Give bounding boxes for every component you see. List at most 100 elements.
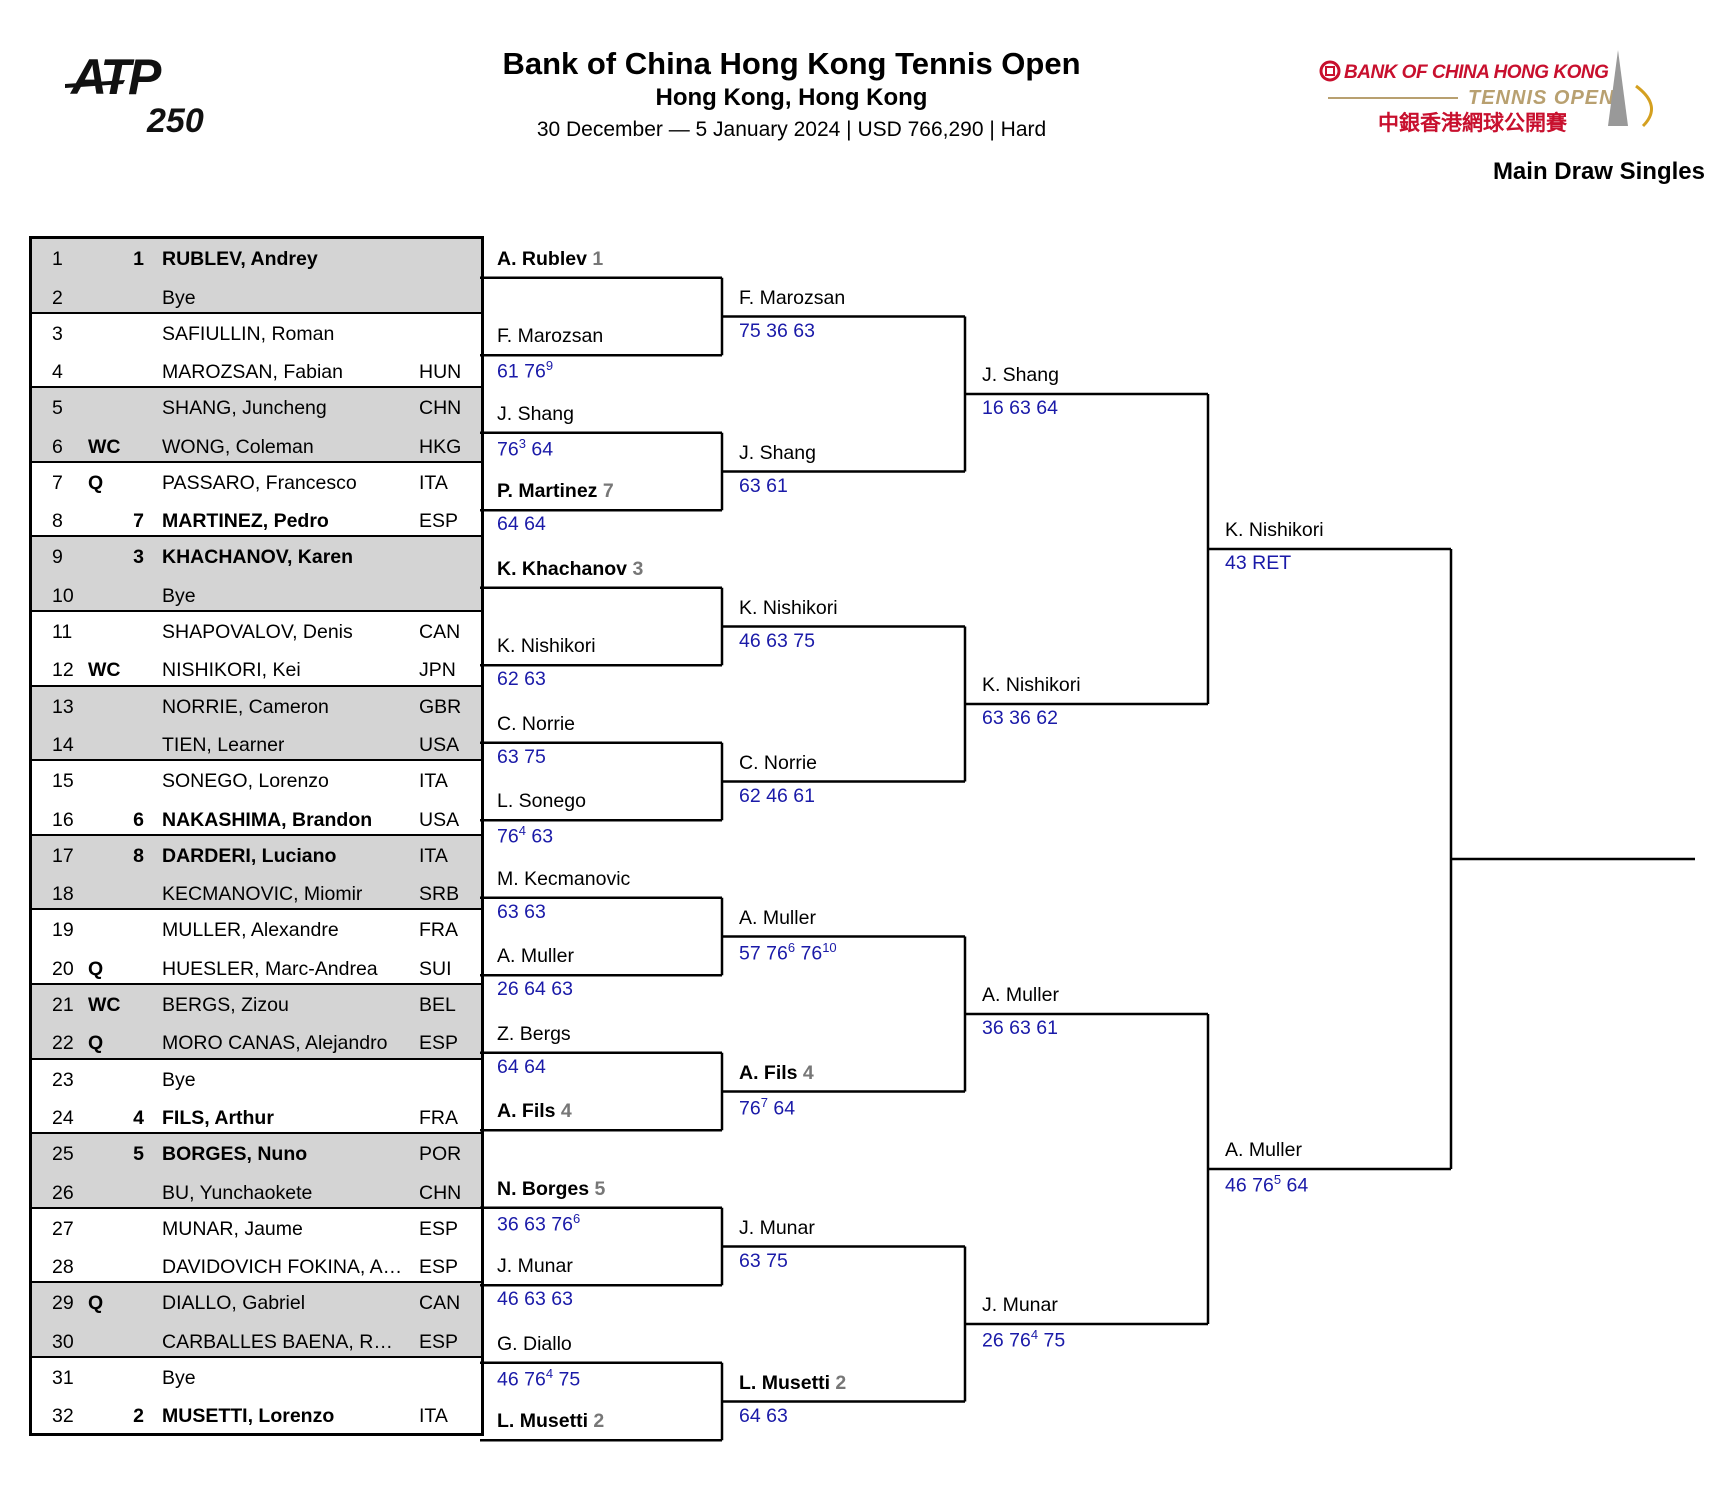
winner-name: F. Marozsan (739, 286, 846, 309)
nationality: BEL (419, 993, 456, 1016)
nationality: ITA (419, 844, 448, 867)
draw-position: 3 (52, 322, 63, 345)
match-score: 63 75 (739, 1249, 788, 1272)
entry-type: WC (88, 993, 121, 1016)
tiebreak-score: 10 (822, 939, 837, 955)
nationality: FRA (419, 919, 458, 942)
entry-type: Q (88, 1032, 104, 1055)
tiebreak-score: 4 (1030, 1327, 1039, 1342)
tiebreak-score: 6 (572, 1210, 581, 1226)
winner-name: A. Muller (982, 984, 1059, 1006)
draw-position: 21 (52, 993, 74, 1016)
match-score: 764 63 (497, 823, 554, 848)
draw-position: 8 (52, 510, 63, 533)
match-score: 64 64 (497, 513, 546, 536)
winner-name: A. Muller (739, 906, 816, 929)
winner-seed: 7 (597, 480, 614, 503)
nationality: SRB (419, 883, 460, 906)
tiebreak-score: 6 (787, 939, 796, 955)
match-score: 767 64 (739, 1094, 796, 1120)
nationality: HUN (419, 361, 462, 384)
winner-name: A. Fils (739, 1061, 798, 1084)
boc-emblem-icon (1319, 60, 1341, 82)
event-logo-line2: TENNIS OPEN (1468, 87, 1615, 109)
winner-seed: 3 (627, 557, 644, 580)
nationality: CAN (419, 620, 461, 643)
entry-type: Q (88, 1292, 104, 1315)
match-winner: C. Norrie (739, 752, 817, 775)
nationality: CHN (419, 1181, 462, 1204)
match-score: 26 764 75 (982, 1327, 1066, 1352)
nationality: CHN (419, 397, 462, 420)
match-winner: A. Rublev 1 (497, 248, 603, 271)
draw-position: 6 (52, 435, 63, 458)
draw-position: 13 (52, 695, 74, 718)
winner-name: J. Shang (739, 441, 816, 464)
match-score: 36 63 61 (982, 1017, 1058, 1039)
winner-name: A. Muller (497, 945, 574, 968)
draw-position: 17 (52, 844, 74, 867)
match-score: 36 63 766 (497, 1210, 581, 1236)
seed-number: 4 (133, 1107, 144, 1130)
tiebreak-score: 7 (760, 1094, 768, 1110)
winner-seed: 2 (588, 1410, 605, 1433)
winner-name: M. Kecmanovic (497, 867, 631, 890)
winner-name: C. Norrie (497, 712, 576, 735)
match-winner: K. Nishikori (1225, 519, 1324, 542)
match-winner: J. Munar (739, 1217, 815, 1240)
match-winner: M. Kecmanovic (497, 868, 630, 891)
winner-name: L. Musetti (497, 1410, 588, 1433)
match-score: 62 46 61 (739, 784, 815, 807)
winner-name: A. Rublev (497, 247, 587, 270)
match-winner: F. Marozsan (739, 287, 845, 310)
winner-name: N. Borges (497, 1177, 590, 1200)
match-score: 63 61 (739, 474, 788, 497)
nationality: JPN (419, 659, 456, 682)
seed-number: 5 (133, 1143, 144, 1166)
winner-name: K. Khachanov (497, 557, 628, 580)
match-score: 61 769 (497, 358, 554, 383)
entry-type: WC (88, 659, 121, 682)
nationality: ITA (419, 770, 448, 793)
match-winner: C. Norrie (497, 713, 575, 736)
draw-position: 23 (52, 1068, 74, 1091)
atp-logo-swoosh (65, 80, 125, 88)
winner-name: K. Nishikori (982, 674, 1081, 696)
match-winner: J. Munar (982, 1294, 1058, 1317)
match-winner: L. Musetti 2 (739, 1372, 846, 1395)
winner-name: Z. Bergs (497, 1022, 571, 1045)
match-score: 75 36 63 (739, 319, 815, 342)
winner-name: J. Shang (497, 402, 574, 425)
draw-position: 16 (52, 808, 74, 831)
atp-250-logo: ATP 250 (65, 50, 204, 140)
match-score: 63 75 (497, 745, 546, 768)
nationality: USA (419, 808, 460, 831)
draw-position: 25 (52, 1143, 74, 1166)
draw-position: 30 (52, 1330, 74, 1353)
draw-position: 4 (52, 361, 63, 384)
nationality: CAN (419, 1292, 461, 1315)
match-winner: L. Musetti 2 (497, 1410, 604, 1433)
winner-name: K. Nishikori (497, 635, 596, 658)
winner-name: K. Nishikori (739, 596, 838, 619)
